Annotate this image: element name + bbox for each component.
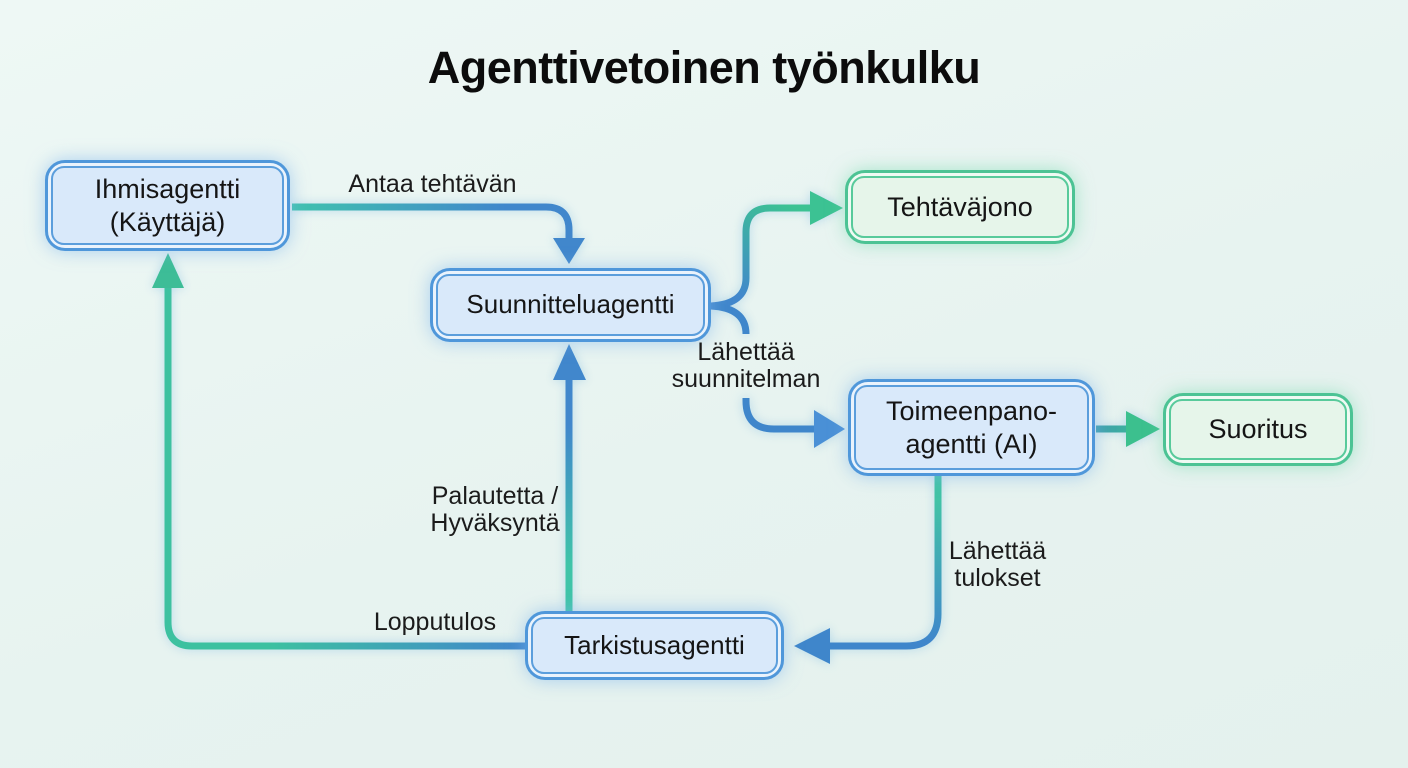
arrow-assign-task-head bbox=[553, 238, 585, 264]
arrow-to-queue-head bbox=[810, 191, 843, 225]
node-task-queue: Tehtäväjono bbox=[845, 170, 1075, 244]
edge-label-send-results: Lähettää tulokset bbox=[900, 538, 1095, 592]
edge-label-feedback: Palautetta / Hyväksyntä bbox=[385, 483, 605, 537]
edge-label-text: suunnitelman bbox=[671, 365, 821, 393]
node-label: agentti (AI) bbox=[905, 428, 1038, 459]
node-reviewer-agent-body: Tarkistusagentti bbox=[531, 617, 778, 674]
node-label: Tarkistusagentti bbox=[564, 629, 745, 660]
node-label: (Käyttäjä) bbox=[109, 206, 226, 237]
edge-label-text: Palautetta / bbox=[431, 482, 559, 510]
node-executor-agent: Toimeenpano- agentti (AI) bbox=[848, 379, 1095, 476]
edge-label-text: Hyväksyntä bbox=[430, 509, 560, 537]
arrow-feedback-head bbox=[553, 344, 586, 380]
arrow-send-results-line bbox=[828, 476, 942, 650]
edge-label-text: Lähettää bbox=[948, 537, 1047, 565]
arrow-final-result-head bbox=[152, 253, 184, 288]
node-planner-agent-body: Suunnitteluagentti bbox=[436, 274, 705, 336]
edge-label-assign-task: Antaa tehtävän bbox=[310, 171, 555, 198]
node-human-agent: Ihmisagentti (Käyttäjä) bbox=[45, 160, 290, 251]
edge-label-send-plan: Lähettää suunnitelman bbox=[636, 339, 856, 393]
node-label: Suoritus bbox=[1208, 414, 1308, 445]
node-output-body: Suoritus bbox=[1169, 399, 1347, 460]
edge-label-text: Lähettää bbox=[697, 338, 795, 366]
arrow-to-output-head bbox=[1126, 411, 1160, 447]
arrow-final-result-line bbox=[164, 288, 525, 650]
node-label: Suunnitteluagentti bbox=[466, 289, 675, 320]
node-executor-agent-body: Toimeenpano- agentti (AI) bbox=[854, 385, 1089, 470]
edge-label-final-result: Lopputulos bbox=[335, 609, 535, 636]
node-label: Toimeenpano- bbox=[885, 396, 1058, 427]
edge-label-text: Lopputulos bbox=[373, 608, 497, 636]
arrow-assign-task-line bbox=[292, 203, 573, 240]
arrow-send-plan-line bbox=[710, 302, 816, 433]
arrow-to-queue-line bbox=[710, 204, 812, 310]
node-label: Tehtäväjono bbox=[887, 191, 1033, 222]
node-label: Ihmisagentti bbox=[94, 174, 241, 205]
arrow-send-results-head bbox=[794, 628, 830, 664]
node-output: Suoritus bbox=[1163, 393, 1353, 466]
node-planner-agent: Suunnitteluagentti bbox=[430, 268, 711, 342]
edge-label-text: tulokset bbox=[954, 564, 1041, 592]
arrow-send-plan-head bbox=[814, 410, 845, 448]
node-human-agent-body: Ihmisagentti (Käyttäjä) bbox=[51, 166, 284, 245]
diagram-title: Agenttivetoinen työnkulku bbox=[427, 42, 981, 93]
node-reviewer-agent: Tarkistusagentti bbox=[525, 611, 784, 680]
node-task-queue-body: Tehtäväjono bbox=[851, 176, 1069, 238]
edge-label-text: Antaa tehtävän bbox=[348, 170, 517, 198]
